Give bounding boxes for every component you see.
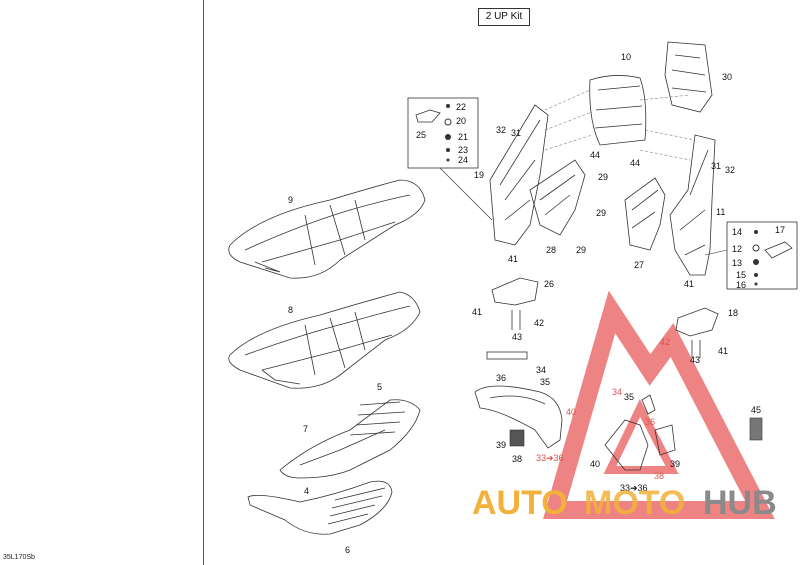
part-38-switch bbox=[509, 429, 525, 447]
callout-34a: 34 bbox=[536, 365, 546, 375]
callout-26: 26 bbox=[544, 279, 554, 289]
callout-41a: 41 bbox=[508, 254, 518, 264]
callout-13: 13 bbox=[732, 258, 742, 268]
callout-44a: 44 bbox=[590, 150, 600, 160]
callout-36b: 36 bbox=[645, 417, 655, 427]
callout-36a: 36 bbox=[496, 373, 506, 383]
watermark-part-hub: HUB bbox=[703, 484, 777, 522]
callout-9: 9 bbox=[288, 195, 293, 205]
part-28-panel bbox=[529, 159, 586, 236]
callout-22: 22 bbox=[456, 102, 466, 112]
callout-17: 17 bbox=[775, 225, 785, 235]
callout-44b: 44 bbox=[630, 158, 640, 168]
seat-base-4 bbox=[247, 480, 393, 535]
watermark-part-auto: AUTO bbox=[472, 484, 568, 522]
callout-29b: 29 bbox=[596, 208, 606, 218]
callout-40b: 40 bbox=[590, 459, 600, 469]
part-18-handle bbox=[675, 307, 719, 358]
callout-39b: 39 bbox=[670, 459, 680, 469]
watermark-text: AUTO MOTO HUB bbox=[472, 484, 777, 522]
callout-4: 4 bbox=[304, 486, 309, 496]
callout-15: 15 bbox=[736, 270, 746, 280]
callout-8: 8 bbox=[288, 305, 293, 315]
callout-40a: 40 bbox=[566, 407, 576, 417]
callout-38b: 38 bbox=[654, 471, 664, 481]
part-27-panel bbox=[624, 177, 666, 251]
callout-23: 23 bbox=[458, 145, 468, 155]
hardware-box-left bbox=[407, 97, 493, 221]
callout-29a: 29 bbox=[598, 172, 608, 182]
callout-30: 30 bbox=[722, 72, 732, 82]
grab-handle-left bbox=[474, 351, 563, 449]
part-11-bracket-right bbox=[669, 134, 716, 276]
callout-34b: 34 bbox=[612, 387, 622, 397]
callout-41c: 41 bbox=[684, 279, 694, 289]
callout-43b: 43 bbox=[690, 355, 700, 365]
callout-42a: 42 bbox=[534, 318, 544, 328]
seat-8 bbox=[228, 291, 421, 389]
part-19-bracket-left bbox=[489, 104, 549, 246]
callout-14: 14 bbox=[732, 227, 742, 237]
callout-31a: 31 bbox=[511, 128, 521, 138]
callout-20: 20 bbox=[456, 116, 466, 126]
callout-45: 45 bbox=[751, 405, 761, 415]
corner-mark: · bbox=[2, 2, 4, 7]
callout-18: 18 bbox=[728, 308, 738, 318]
callout-29c: 29 bbox=[576, 245, 586, 255]
part-26-handle bbox=[491, 277, 539, 330]
callout-6: 6 bbox=[345, 545, 350, 555]
part-10-backrest bbox=[589, 75, 647, 146]
callout-11: 11 bbox=[716, 207, 725, 217]
callout-labels: 10 30 22 20 25 21 23 24 32 31 19 44 44 2… bbox=[288, 52, 785, 555]
callout-39a: 39 bbox=[496, 440, 506, 450]
callout-33-36a: 33➔36 bbox=[536, 453, 564, 463]
callout-12: 12 bbox=[732, 244, 742, 254]
grab-handle-right bbox=[604, 394, 676, 471]
callout-7: 7 bbox=[303, 424, 308, 434]
hardware-box-right bbox=[704, 221, 798, 290]
callout-27: 27 bbox=[634, 260, 644, 270]
watermark-logo bbox=[543, 290, 775, 519]
callout-32a: 32 bbox=[496, 125, 506, 135]
callout-35a: 35 bbox=[540, 377, 550, 387]
callout-28: 28 bbox=[546, 245, 556, 255]
callout-19: 19 bbox=[474, 170, 484, 180]
dashed-assembly-lines bbox=[544, 89, 696, 161]
callout-5: 5 bbox=[377, 382, 382, 392]
callout-10: 10 bbox=[621, 52, 631, 62]
part-45-sticker bbox=[749, 417, 763, 441]
callout-41b: 41 bbox=[472, 307, 482, 317]
divider-line bbox=[203, 0, 204, 565]
callout-32b: 32 bbox=[725, 165, 735, 175]
part-30-cover bbox=[664, 41, 713, 113]
callout-25: 25 bbox=[416, 130, 426, 140]
callout-16: 16 bbox=[736, 280, 746, 290]
kit-label-box: 2 UP Kit bbox=[478, 8, 530, 26]
document-reference: 35L170Sb bbox=[3, 554, 35, 561]
callout-21: 21 bbox=[458, 132, 468, 142]
seat-9 bbox=[228, 179, 426, 279]
callout-38a: 38 bbox=[512, 454, 522, 464]
callout-42b: 42 bbox=[660, 337, 670, 347]
seat-liner-5 bbox=[279, 399, 421, 479]
callout-41d: 41 bbox=[718, 346, 728, 356]
watermark-part-moto: MOTO bbox=[584, 484, 685, 522]
callout-43a: 43 bbox=[512, 332, 522, 342]
callout-35b: 35 bbox=[624, 392, 634, 402]
callout-24: 24 bbox=[458, 155, 468, 165]
callout-31b: 31 bbox=[711, 161, 721, 171]
callout-33-36b: 33➔36 bbox=[620, 483, 648, 493]
